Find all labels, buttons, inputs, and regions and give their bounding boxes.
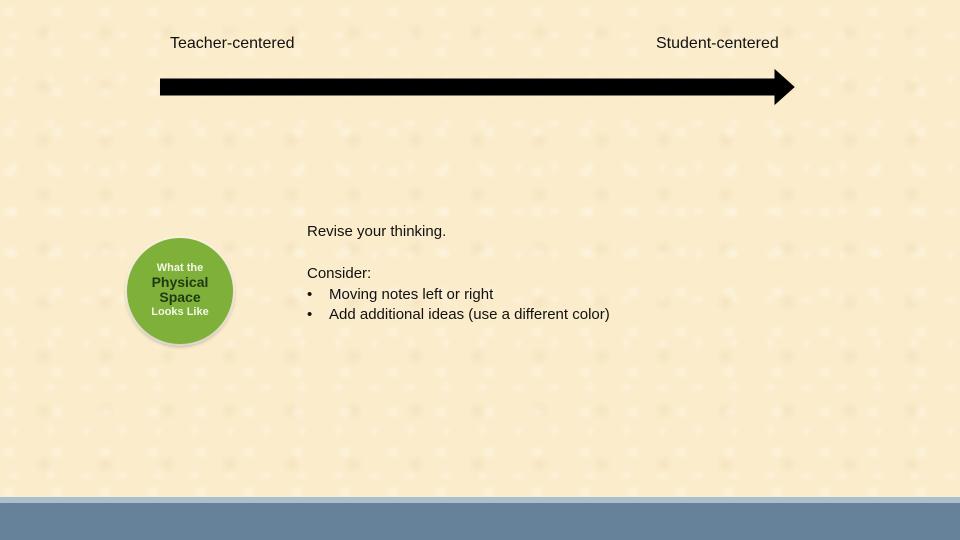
physical-space-badge: What the Physical Space Looks Like [127, 238, 233, 344]
continuum-arrow-icon [160, 68, 795, 106]
consider-text: Consider: [307, 265, 372, 282]
student-centered-label: Student-centered [656, 35, 779, 52]
consider-list: • Moving notes left or right • Add addit… [307, 286, 610, 323]
badge-line-3: Space [159, 288, 201, 305]
list-item-text: Add additional ideas (use a different co… [329, 306, 610, 323]
footer-bar [0, 503, 960, 540]
badge-line-2: Physical [151, 273, 209, 290]
bullet-icon: • [307, 306, 313, 323]
badge-line-4: Looks Like [151, 306, 209, 319]
teacher-centered-label: Teacher-centered [170, 35, 295, 52]
bullet-icon: • [307, 286, 313, 303]
revise-text: Revise your thinking. [307, 223, 447, 240]
list-item-text: Moving notes left or right [329, 286, 494, 303]
badge-line-1: What the [156, 262, 204, 275]
list-item: • Add additional ideas (use a different … [307, 306, 610, 323]
instructions: Revise your thinking. Consider: • Moving… [307, 223, 610, 326]
list-item: • Moving notes left or right [307, 286, 610, 303]
footer-stripe [0, 497, 960, 503]
